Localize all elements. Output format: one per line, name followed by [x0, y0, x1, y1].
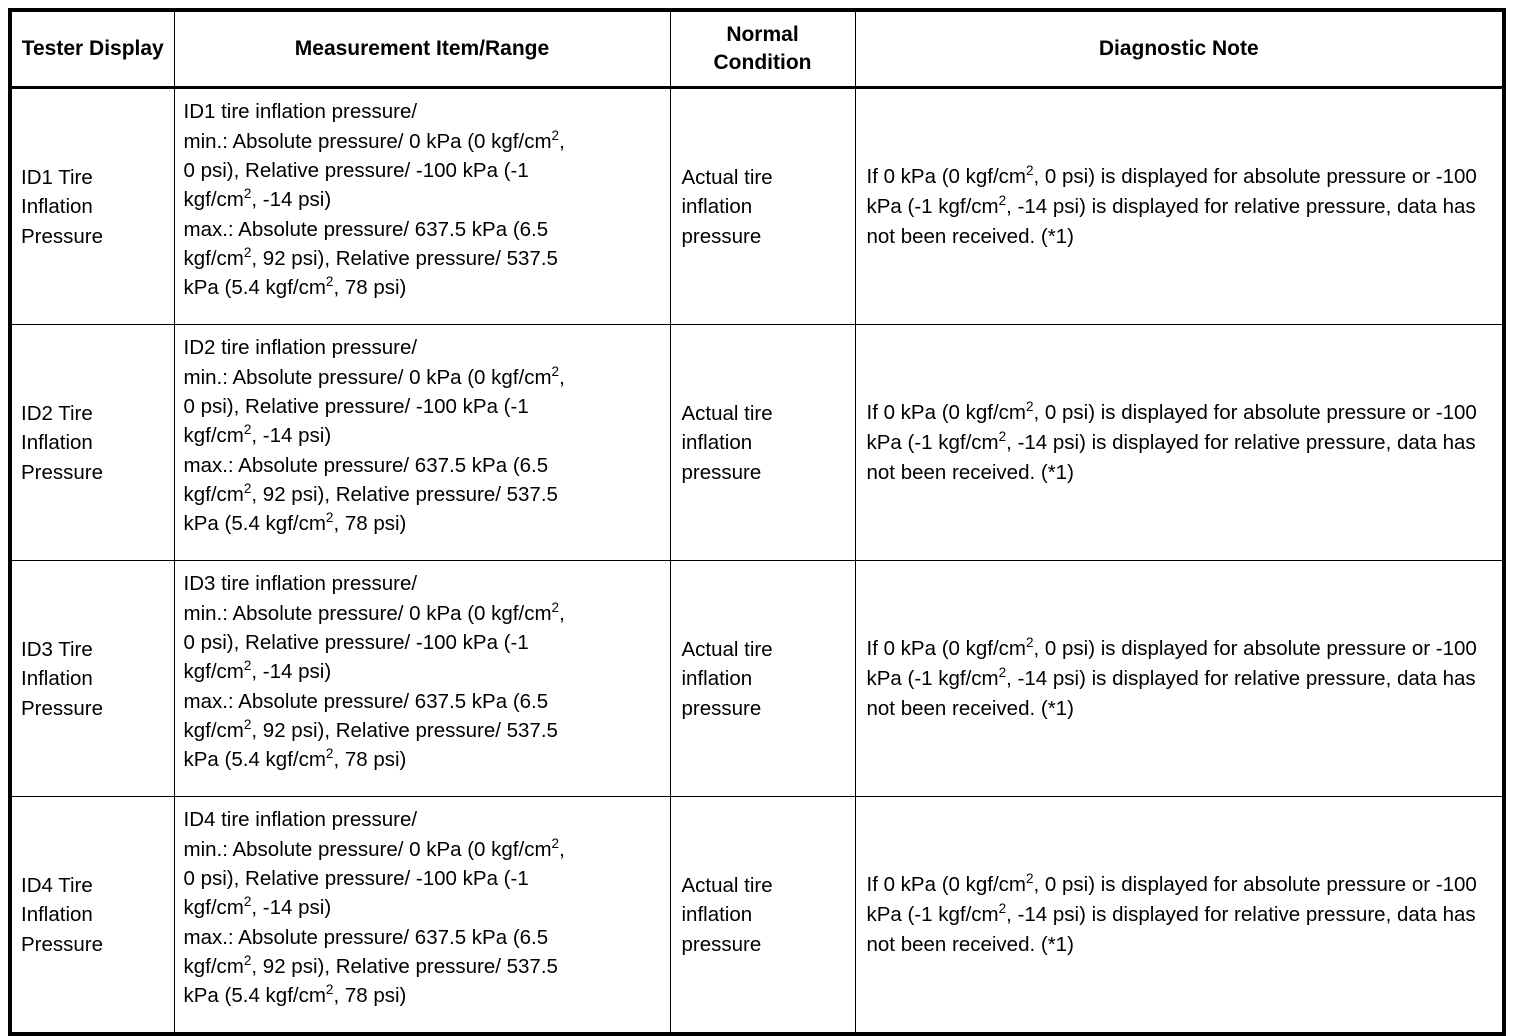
- cell-measurement-item-range: ID4 tire inflation pressure/ min.: Absol…: [173, 796, 671, 1035]
- superscript-two: 2: [243, 953, 252, 969]
- cell-diagnostic-note: If 0 kPa (0 kgf/cm2, 0 psi) is displayed…: [854, 324, 1505, 562]
- superscript-two: 2: [325, 274, 334, 290]
- document-page: Tester Display Measurement Item/Range No…: [8, 8, 1506, 1036]
- cell-tester-display: ID3 Tire Inflation Pressure: [9, 560, 175, 798]
- table-row: ID4 Tire Inflation Pressure ID4 tire inf…: [9, 796, 1505, 1035]
- table-row: ID1 Tire Inflation Pressure ID1 tire inf…: [9, 87, 1505, 326]
- table-header: Tester Display Measurement Item/Range No…: [9, 9, 1505, 90]
- cell-measurement-item-range: ID2 tire inflation pressure/ min.: Absol…: [173, 324, 671, 562]
- cell-diagnostic-note: If 0 kPa (0 kgf/cm2, 0 psi) is displayed…: [854, 796, 1505, 1035]
- superscript-two: 2: [243, 186, 252, 202]
- superscript-two: 2: [243, 894, 252, 910]
- cell-normal-condition: Actual tire inflation pressure: [669, 324, 856, 562]
- superscript-two: 2: [551, 599, 560, 615]
- superscript-two: 2: [551, 127, 560, 143]
- superscript-two: 2: [243, 658, 252, 674]
- superscript-two: 2: [243, 481, 252, 497]
- cell-measurement-item-range: ID3 tire inflation pressure/ min.: Absol…: [173, 560, 671, 798]
- cell-tester-display: ID1 Tire Inflation Pressure: [9, 87, 175, 326]
- superscript-two: 2: [998, 429, 1007, 445]
- superscript-two: 2: [1026, 163, 1034, 179]
- cell-tester-display: ID4 Tire Inflation Pressure: [9, 796, 175, 1035]
- superscript-two: 2: [551, 363, 560, 379]
- table-row: ID3 Tire Inflation Pressure ID3 tire inf…: [9, 560, 1505, 798]
- cell-normal-condition: Actual tire inflation pressure: [669, 560, 856, 798]
- cell-measurement-item-range: ID1 tire inflation pressure/ min.: Absol…: [173, 87, 671, 326]
- superscript-two: 2: [998, 901, 1007, 917]
- table-row: ID2 Tire Inflation Pressure ID2 tire inf…: [9, 324, 1505, 562]
- column-header-diagnostic-note: Diagnostic Note: [854, 9, 1505, 90]
- cell-tester-display: ID2 Tire Inflation Pressure: [9, 324, 175, 562]
- superscript-two: 2: [1026, 635, 1034, 651]
- table-body: ID1 Tire Inflation Pressure ID1 tire inf…: [9, 87, 1505, 1035]
- cell-diagnostic-note: If 0 kPa (0 kgf/cm2, 0 psi) is displayed…: [854, 87, 1505, 326]
- superscript-two: 2: [998, 665, 1007, 681]
- superscript-two: 2: [551, 835, 560, 851]
- table-header-row: Tester Display Measurement Item/Range No…: [9, 9, 1505, 90]
- superscript-two: 2: [1026, 399, 1034, 415]
- superscript-two: 2: [325, 510, 334, 526]
- superscript-two: 2: [1026, 871, 1034, 887]
- superscript-two: 2: [325, 746, 334, 762]
- cell-normal-condition: Actual tire inflation pressure: [669, 87, 856, 326]
- superscript-two: 2: [325, 982, 334, 998]
- cell-normal-condition: Actual tire inflation pressure: [669, 796, 856, 1035]
- superscript-two: 2: [243, 245, 252, 261]
- column-header-normal-condition: Normal Condition: [669, 9, 856, 90]
- superscript-two: 2: [998, 193, 1007, 209]
- tire-inflation-pressure-diagnostic-table: Tester Display Measurement Item/Range No…: [8, 8, 1506, 1036]
- cell-diagnostic-note: If 0 kPa (0 kgf/cm2, 0 psi) is displayed…: [854, 560, 1505, 798]
- column-header-tester-display: Tester Display: [9, 9, 175, 90]
- column-header-measurement-item-range: Measurement Item/Range: [173, 9, 671, 90]
- superscript-two: 2: [243, 422, 252, 438]
- superscript-two: 2: [243, 717, 252, 733]
